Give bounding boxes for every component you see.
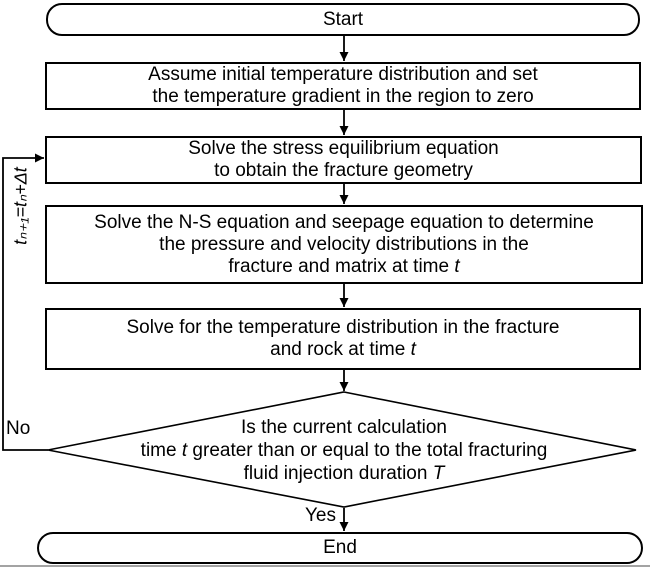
loop-connector-no-branch: [2, 153, 48, 451]
end-node: End: [37, 532, 643, 564]
process-ns-seepage: Solve the N-S equation and seepage equat…: [45, 205, 643, 284]
text-line: Solve for the temperature distribution i…: [126, 317, 560, 338]
text-line: Is the current calculation: [241, 416, 447, 438]
text-line: the temperature gradient in the region t…: [152, 86, 534, 107]
yes-branch-label: Yes: [305, 505, 336, 526]
bottom-rule: [0, 565, 650, 567]
text-line: to obtain the fracture geometry: [214, 160, 473, 181]
text-line: the pressure and velocity distributions …: [159, 233, 529, 255]
start-label: Start: [322, 8, 364, 30]
process-temperature-distribution: Solve for the temperature distribution i…: [45, 308, 641, 370]
process-initial-temperature: Assume initial temperature distribution …: [45, 62, 641, 110]
text-line: fracture and matrix at time t: [228, 255, 460, 277]
text-line: time t greater than or equal to the tota…: [140, 439, 548, 461]
start-node: Start: [46, 3, 640, 36]
decision-diamond-shape: [47, 391, 637, 508]
text-line: Solve the stress equilibrium equation: [188, 138, 499, 159]
end-label: End: [323, 537, 357, 558]
text-line: Assume initial temperature distribution …: [148, 64, 538, 85]
text-line: fluid injection duration T: [243, 462, 445, 484]
no-branch-label: No: [6, 418, 31, 439]
text-line: Solve the N-S equation and seepage equat…: [94, 211, 594, 233]
time-step-loop-label: tₙ₊₁=tₙ+Δt: [10, 167, 31, 245]
text-line: and rock at time t: [270, 339, 416, 360]
